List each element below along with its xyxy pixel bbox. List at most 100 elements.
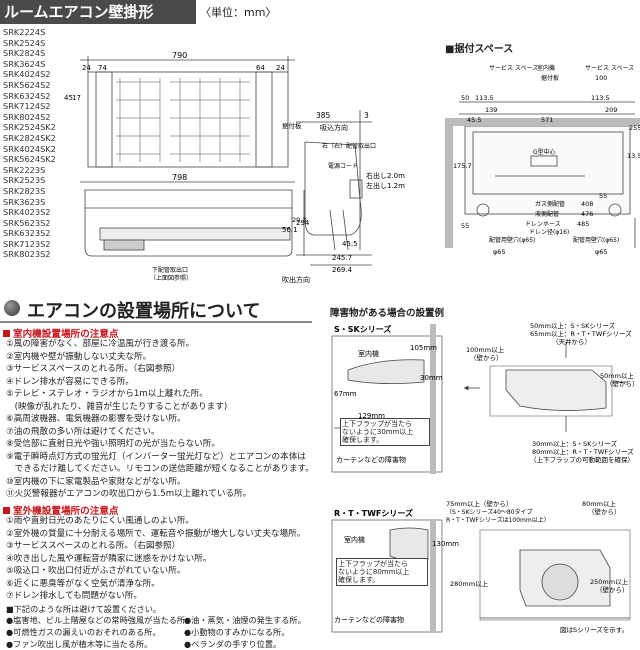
dim-105: 105mm [410,344,437,352]
sk-series-title: S・SKシリーズ [334,324,391,334]
outdoor-item: ④吹き出した風や運転音が隣家に迷惑をかけない所。 [6,553,212,564]
dim-100: 100 [595,74,607,82]
right-top-1: 50mm以上：S・SKシリーズ [530,321,616,330]
bottom-3: （上下フラップの可動範囲を確保） [530,455,634,464]
dim-255: 255 [629,124,640,132]
label-drain-size: ドレン径(φ16) [529,228,569,236]
section-rule [0,321,312,323]
dim-45: 45 [64,94,73,102]
dim-129: 129mm [358,412,385,420]
out-note: 図はSシリーズを示す。 [560,625,628,634]
model-item: SRK7124S2 [3,101,51,112]
label-right: 右出し2.0m [366,171,405,180]
sk-indoor-label: 室内機 [358,349,379,358]
dim-55a: 55 [461,222,469,230]
indoor-item: ⑨電子瞬時点灯方式の蛍光灯（インバーター蛍光灯など）とエアコンの本体は [6,451,306,462]
dim-65a: φ65 [493,248,506,256]
avoid-item: ●小動物のすみかになる所。 [184,627,290,637]
model-item: SRK4024S2 [3,69,51,80]
right-50b: （壁から） [606,379,639,388]
model-item: SRK5624SK2 [3,154,56,165]
model-item: SRK2824SK2 [3,132,56,143]
model-item: SRK3624S [3,58,46,69]
out-80b: （壁から） [588,507,621,516]
label-service-r: サービス スペース [585,64,634,72]
right-top-2: 65mm以上：R・T・TWFシリーズ [530,329,632,338]
label-bottom-pipe-2: （上面図参照） [150,274,192,282]
unit-label: 〈単位：mm〉 [200,6,277,19]
dim-139: 139 [485,106,497,114]
label-service-l: サービス スペース [489,64,538,72]
indoor-item: ③サービススペースのとれる所。（右図参照） [6,364,181,374]
model-item: SRK5624S2 [3,79,51,90]
indoor-item: ①風の障害がなく、部屋に冷温風が行き渡る所。 [6,339,195,349]
dim-13-5: 13.5 [627,152,640,160]
label-suction: 吸込方向 [320,123,348,132]
rt-flap-note: 上下フラップが当たら ないように80mm以上 確保します。 [336,558,428,586]
label-indoor: 室内機 [537,64,555,72]
dim-175-7: 175.7 [453,162,472,170]
install-space-title: ■据付スペース [445,44,514,55]
dim-3: 3 [364,111,369,120]
left-100: 100mm以上 [466,345,505,354]
avoid-heading: ■下記のような所は避けて設置ください。 [6,604,162,614]
dim-30: 30mm [420,374,443,382]
label-gas: ガス側配管 [535,200,565,208]
rt-indoor-label: 室内機 [344,535,365,544]
model-item: SRK2524S [3,37,46,48]
dim-29-3: 29.3 [292,216,306,224]
indoor-unit-drawing: 790 24 74 64 24 45 17 798 294 385 3 吸込方向… [64,51,405,284]
label-drain: ドレンホース [525,221,561,228]
model-item: SRK4023S2 [3,207,51,218]
dim-790: 790 [172,51,187,60]
dim-24b: 24 [276,64,285,72]
dim-798: 798 [172,173,187,182]
model-item: SRK3623S [3,196,46,207]
out-75b: （S・SKシリーズ40～80タイプ [446,508,533,516]
section-header: エアコンの設置場所について [0,296,315,323]
label-left: 左出し1.2m [366,181,405,190]
indoor-item: ⑥高周波機器、電気機器の影響を受けない所。 [6,414,186,424]
dim-64: 64 [256,64,265,72]
out-250b: （壁から） [596,585,629,594]
install-space-drawing: サービス スペース サービス スペース 100 室内機 据付板 50 113.5… [445,64,640,256]
page-title: ルームエアコン壁掛形 [0,0,196,24]
dim-571: 571 [541,116,553,124]
outdoor-item: ③サービススペースのとれる所。（右図参照） [6,541,181,551]
model-item: SRK8024S2 [3,111,51,122]
label-pipe: 右（右）配管取出口 [322,142,376,150]
label-bottom-pipe: 下配管取出口 [152,266,188,274]
dim-45-5: 45.5 [342,240,358,248]
bottom-2: 80mm以上：R・T・TWFシリーズ [532,447,634,456]
avoid-item: ●油・蒸気・油煙の発生する所。 [184,615,306,625]
dim-269-4: 269.4 [332,266,353,274]
label-wall-hole-r: 配管用壁穴(φ65) [573,236,619,244]
outdoor-item: ②室外機の質量に十分耐える場所で、運転音や振動が増大しない丈夫な場所。 [6,528,306,539]
dim-385: 385 [316,111,331,120]
indoor-item: ②室内機や壁が振動しない丈夫な所。 [6,351,152,362]
label-center: G型中心 [533,148,556,156]
out-250: 250mm以上 [590,577,629,586]
dim-113-5b: 113.5 [591,94,610,102]
label-power: 電源コード [328,162,358,170]
model-item: SRK4024SK2 [3,143,56,154]
dim-56-1: 56.1 [282,226,298,234]
dim-65b: φ65 [595,248,608,256]
indoor-item: ⑤テレビ・ステレオ・ラジオから1m以上離れた所。 [6,389,208,399]
model-item: SRK2224S [3,27,46,37]
label-blow: 吹出方向 [282,275,310,284]
indoor-item: ⑩室内機の下に家電製品や家財などがない所。 [6,476,186,487]
model-item: SRK2824S [3,48,46,59]
dim-408: 408 [581,200,593,208]
avoid-list: ●塩害地、ビル上階屋などの常時強風が当たる所。●油・蒸気・油煙の発生する所。●可… [6,614,316,650]
out-75: 75mm以上（壁から） [446,499,512,508]
dim-55b: 55 [599,192,607,200]
model-item: SRK2523S [3,175,46,186]
out-80: 80mm以上 [582,499,616,508]
outdoor-item: ⑥近くに悪臭等がなく空気が清浄な所。 [6,578,160,589]
right-50: 50mm以上 [600,371,634,380]
indoor-heading: 室内機設置場所の注意点 [3,326,119,340]
model-item: SRK6324S2 [3,90,51,101]
indoor-item: できるだけ離してください。リモコンの送信距離が短くなることがあります。 [6,464,314,474]
